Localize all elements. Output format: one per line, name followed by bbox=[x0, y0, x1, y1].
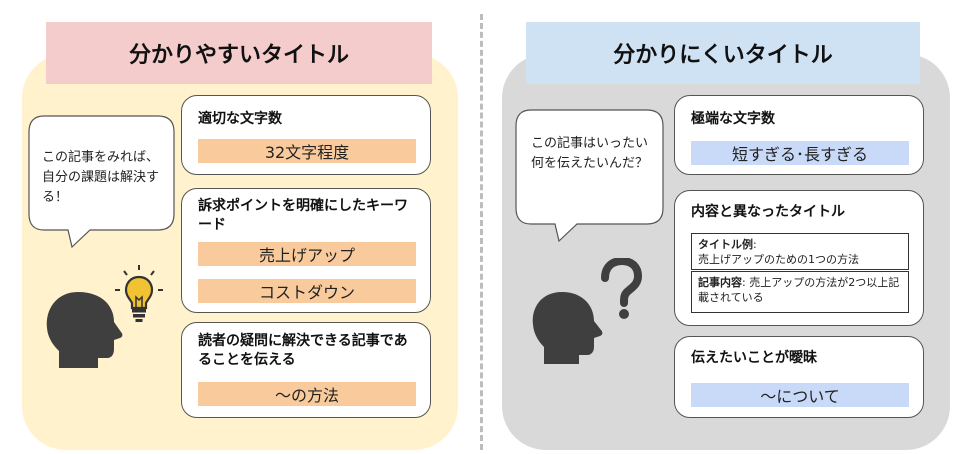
head-lightbulb-icon bbox=[46, 265, 163, 368]
right-speech-bubble bbox=[515, 109, 664, 243]
card-appeal-keyword: 訴求ポイントを明確にしたキーワード 売上げアップ コストダウン bbox=[181, 188, 431, 313]
tag-cost-down: コストダウン bbox=[198, 279, 416, 303]
colon: : bbox=[742, 276, 750, 289]
title-example-text: 売上げアップのための1つの方法 bbox=[698, 253, 859, 266]
card-title: 適切な文字数 bbox=[198, 111, 282, 127]
tag-how-to: 〜の方法 bbox=[198, 382, 416, 406]
colon: : bbox=[753, 238, 757, 251]
content-label: 記事内容 bbox=[698, 276, 742, 289]
hard-title-header: 分かりにくいタイトル bbox=[526, 22, 920, 84]
head-question-icon bbox=[532, 258, 643, 364]
right-bubble-text: この記事はいったい何を伝えたいんだ？ bbox=[531, 136, 649, 171]
tag-sales-up: 売上げアップ bbox=[198, 242, 416, 266]
tag-32-chars: 32文字程度 bbox=[198, 139, 416, 163]
card-appropriate-length: 適切な文字数 32文字程度 bbox=[181, 95, 431, 175]
title-example-box: タイトル例: 売上げアップのための1つの方法 bbox=[691, 233, 909, 270]
card-extreme-length: 極端な文字数 短すぎる･長すぎる bbox=[674, 95, 924, 175]
card-title: 読者の疑問に解決できる記事であることを伝える bbox=[198, 333, 408, 368]
content-text: 売上アップの方法が2つ以上記載されている bbox=[698, 276, 900, 304]
card-vague-message: 伝えたいことが曖昧 〜について bbox=[674, 336, 924, 418]
card-title: 伝えたいことが曖昧 bbox=[691, 350, 817, 366]
left-speech-bubble bbox=[28, 115, 175, 249]
title-example-label: タイトル例 bbox=[698, 238, 753, 251]
card-title: 極端な文字数 bbox=[691, 111, 775, 127]
tag-too-short-long: 短すぎる･長すぎる bbox=[691, 141, 909, 165]
content-example-box: 記事内容: 売上アップの方法が2つ以上記載されている bbox=[691, 271, 909, 313]
left-bubble-text: この記事をみれば、自分の課題は解決する！ bbox=[42, 150, 160, 205]
card-title: 内容と異なったタイトル bbox=[691, 204, 845, 220]
card-title: 訴求ポイントを明確にしたキーワード bbox=[198, 198, 408, 233]
easy-title-header: 分かりやすいタイトル bbox=[46, 22, 432, 84]
card-solve-question: 読者の疑問に解決できる記事であることを伝える 〜の方法 bbox=[181, 322, 431, 418]
card-different-content: 内容と異なったタイトル タイトル例: 売上げアップのための1つの方法 記事内容:… bbox=[674, 190, 924, 326]
tag-about: 〜について bbox=[691, 383, 909, 407]
center-divider bbox=[480, 14, 483, 450]
